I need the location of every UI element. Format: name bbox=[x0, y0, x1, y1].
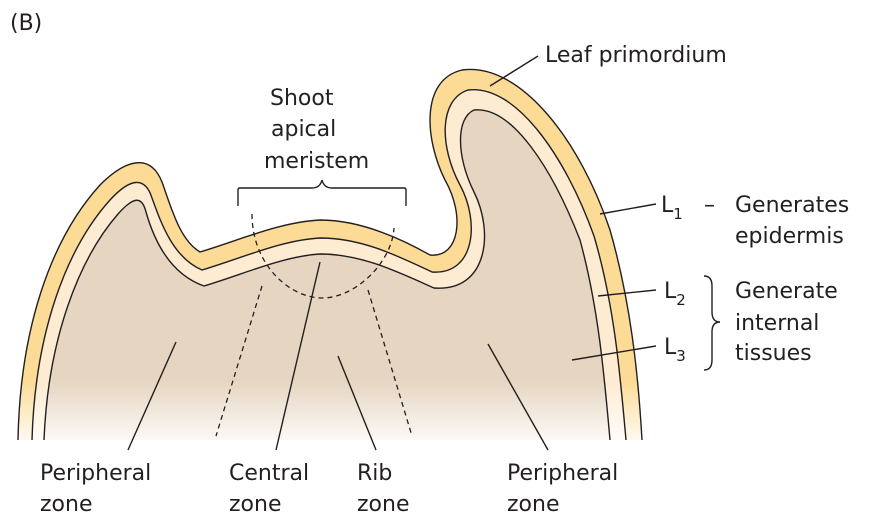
l23-desc-line1: Generate bbox=[735, 279, 838, 304]
peripheral-right-line1: Peripheral bbox=[507, 461, 618, 486]
l1-desc-line2: epidermis bbox=[735, 224, 844, 249]
peripheral-right-line2: zone bbox=[507, 492, 560, 517]
peripheral-left-line2: zone bbox=[40, 492, 93, 517]
bottom-fade bbox=[0, 380, 660, 450]
l2-l3-brace bbox=[704, 276, 720, 370]
meristem-label-line3: meristem bbox=[264, 149, 369, 174]
rib-zone-line2: zone bbox=[357, 492, 410, 517]
meristem-bracket-line bbox=[238, 180, 406, 206]
l1-desc-line1: Generates bbox=[735, 193, 849, 218]
l23-desc-line3: tissues bbox=[735, 341, 812, 366]
l23-desc-line2: internal bbox=[735, 311, 819, 336]
meristem-label-line2: apical bbox=[271, 117, 336, 142]
leaf-primordium-leader bbox=[490, 56, 538, 86]
l1-dash: – bbox=[704, 193, 715, 218]
l1-label: L1 bbox=[661, 193, 683, 223]
meristem-label-line1: Shoot bbox=[270, 86, 334, 111]
peripheral-left-line1: Peripheral bbox=[40, 461, 151, 486]
l3-label: L3 bbox=[664, 335, 686, 365]
meristem-bracket bbox=[238, 180, 406, 206]
leaf-primordium-label: Leaf primordium bbox=[545, 43, 727, 68]
rib-zone-line1: Rib bbox=[357, 461, 392, 486]
panel-label: (B) bbox=[10, 11, 42, 36]
l2-label: L2 bbox=[664, 279, 686, 309]
bottom-white bbox=[0, 448, 660, 527]
central-zone-line1: Central bbox=[229, 461, 309, 486]
central-zone-line2: zone bbox=[229, 492, 282, 517]
l1-leader bbox=[600, 204, 656, 214]
